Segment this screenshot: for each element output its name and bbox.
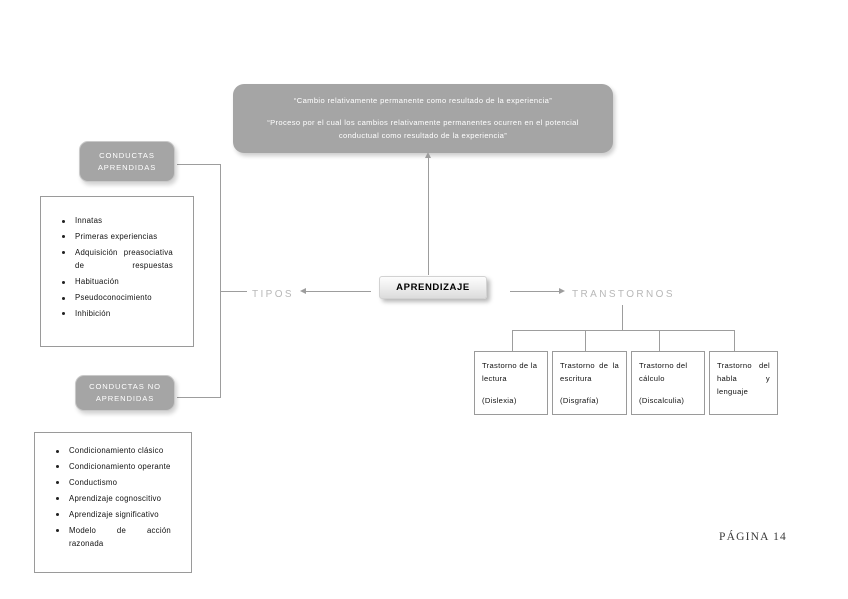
definition-line-1: “Cambio relativamente permanente como re… xyxy=(293,95,553,105)
list-item: Habituación xyxy=(62,275,177,288)
list-item: Primeras experiencias xyxy=(62,230,177,243)
definition-line-2: “Proceso por el cual los cambios relativ… xyxy=(267,118,579,140)
node-conductas-no-aprendidas-line-2: APRENDIDAS xyxy=(95,394,155,403)
list-item: Condicionamiento operante xyxy=(56,460,175,473)
list-item: Innatas xyxy=(62,214,177,227)
connector-transtornos-branch-4 xyxy=(734,330,735,351)
node-conductas-no-aprendidas-line-1: CONDUCTAS NO xyxy=(89,382,161,392)
node-conductas-no-aprendidas[interactable]: CONDUCTAS NO APRENDIDAS xyxy=(75,375,175,411)
definition-banner: “Cambio relativamente permanente como re… xyxy=(233,84,613,153)
node-conductas-aprendidas-line-1: CONDUCTAS xyxy=(99,150,155,160)
disorder-paren: (Dislexia) xyxy=(482,395,517,405)
connector-transtornos-rail xyxy=(512,330,734,331)
branch-label-tipos: TIPOS xyxy=(252,289,295,300)
disorder-name: Trastorno de la lectura xyxy=(482,361,538,383)
connector-center-to-tipos xyxy=(300,288,371,294)
disorder-box-calculo[interactable]: Trastorno del cálculo (Discalculia) xyxy=(631,351,705,415)
list-item: Aprendizaje cognoscitivo xyxy=(56,492,175,505)
node-conductas-aprendidas[interactable]: CONDUCTAS APRENDIDAS xyxy=(79,141,175,182)
list-item: Conductismo xyxy=(56,476,175,489)
connector-tipos-to-no-aprendidas xyxy=(177,397,221,398)
disorder-name: Trastorno de la escritura xyxy=(560,361,619,383)
node-conductas-aprendidas-line-2: APRENDIDAS xyxy=(97,162,157,172)
connector-transtornos-drop xyxy=(622,305,623,330)
list-item: Pseudoconocimiento xyxy=(62,291,177,304)
disorder-box-habla-lenguaje[interactable]: Trastorno del habla y lenguaje xyxy=(709,351,778,415)
list-box-conductas-no-aprendidas: Condicionamiento clásico Condicionamient… xyxy=(34,432,192,573)
list-item: Inhibición xyxy=(62,307,177,320)
list-item: Aprendizaje significativo xyxy=(56,508,175,521)
connector-tipos-to-aprendidas xyxy=(177,164,221,165)
bullet-list-innatas: Innatas Primeras experiencias Adquisició… xyxy=(43,214,183,320)
connector-transtornos-branch-1 xyxy=(512,330,513,351)
disorder-box-escritura[interactable]: Trastorno de la escritura (Disgrafía) xyxy=(552,351,627,415)
list-box-conductas-aprendidas: Innatas Primeras experiencias Adquisició… xyxy=(40,196,194,347)
list-item: Adquisición preasociativa de respuestas xyxy=(62,246,177,273)
connector-transtornos-branch-3 xyxy=(659,330,660,351)
center-node-label: APRENDIZAJE xyxy=(396,282,470,293)
disorder-paren: (Disgrafía) xyxy=(560,395,599,405)
connector-center-to-definition xyxy=(425,152,431,275)
disorder-name: Trastorno del habla y lenguaje xyxy=(717,361,770,396)
disorder-box-lectura[interactable]: Trastorno de la lectura (Dislexia) xyxy=(474,351,548,415)
bullet-list-condicionamiento: Condicionamiento clásico Condicionamient… xyxy=(37,444,181,550)
page-number: PÁGINA 14 xyxy=(719,531,787,543)
list-item: Condicionamiento clásico xyxy=(56,444,175,457)
connector-tipos-stub xyxy=(220,291,247,292)
disorder-paren: (Discalculia) xyxy=(639,395,685,405)
branch-label-transtornos: TRANSTORNOS xyxy=(572,289,675,300)
connector-tipos-spine xyxy=(220,164,221,398)
connector-transtornos-branch-2 xyxy=(585,330,586,351)
list-item: Modelo de acción razonada xyxy=(56,524,175,551)
connector-center-to-transtornos xyxy=(510,288,565,294)
disorder-name: Trastorno del cálculo xyxy=(639,361,688,383)
center-node-aprendizaje[interactable]: APRENDIZAJE xyxy=(379,276,487,299)
